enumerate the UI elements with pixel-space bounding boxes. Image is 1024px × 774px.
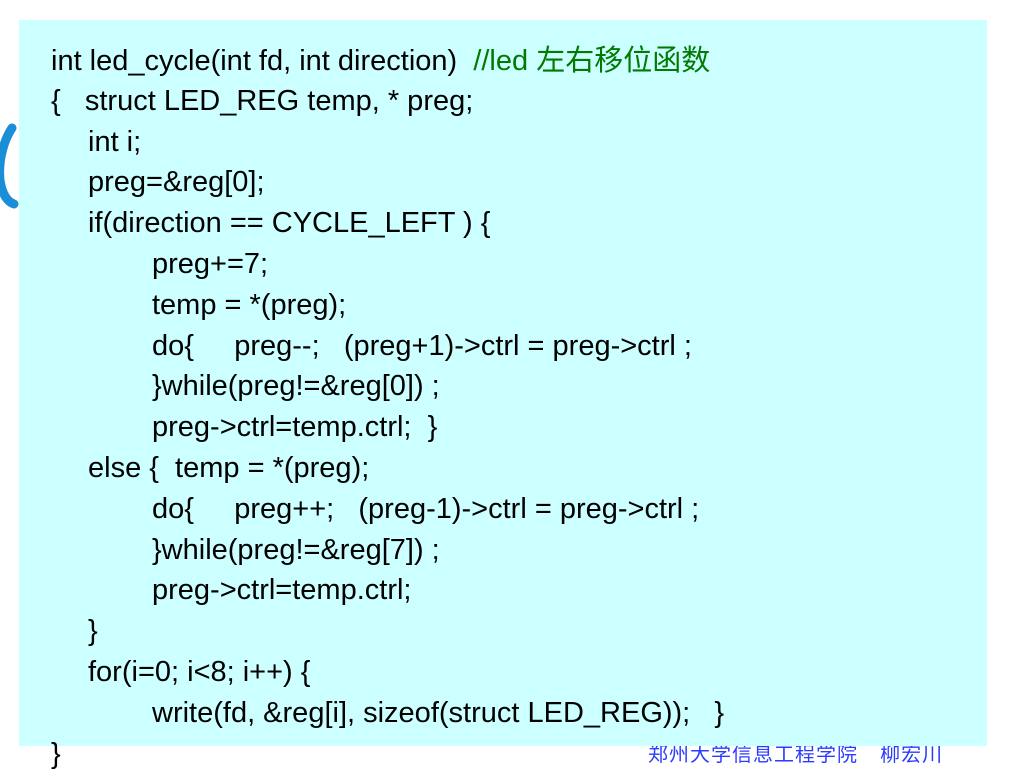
code-line: }while(preg!=&reg[7]) ; <box>152 533 440 566</box>
code-line: } <box>51 737 61 770</box>
code-line: preg+=7; <box>152 247 269 280</box>
code-comment: //led <box>473 45 537 77</box>
code-text: int led_cycle(int fd, int direction) <box>51 45 474 77</box>
code-line: if(direction == CYCLE_LEFT ) { <box>88 207 491 240</box>
code-line: write(fd, &reg[i], sizeof(struct LED_REG… <box>152 696 725 729</box>
code-line: do{ preg--; (preg+1)->ctrl = preg->ctrl … <box>152 329 692 362</box>
code-line: }while(preg!=&reg[0]) ; <box>152 370 440 403</box>
code-line: do{ preg++; (preg-1)->ctrl = preg->ctrl … <box>152 492 700 525</box>
code-line: temp = *(preg); <box>152 288 347 321</box>
code-line: preg->ctrl=temp.ctrl; } <box>152 411 438 444</box>
code-line: preg=&reg[0]; <box>88 166 265 199</box>
code-line: int led_cycle(int fd, int direction) //l… <box>51 40 724 81</box>
code-line: int i; <box>88 125 142 158</box>
code-line: } <box>88 615 98 648</box>
code-block: int led_cycle(int fd, int direction) //l… <box>51 40 724 774</box>
code-box: int led_cycle(int fd, int direction) //l… <box>19 20 987 770</box>
code-line: { struct LED_REG temp, * preg; <box>51 84 474 117</box>
slide-footer: 郑州大学信息工程学院 柳宏川 <box>648 742 944 766</box>
code-line: else { temp = *(preg); <box>88 451 370 484</box>
code-line: preg->ctrl=temp.ctrl; <box>152 574 412 607</box>
code-comment-cjk: 左右移位函数 <box>536 43 711 77</box>
code-line: for(i=0; i<8; i++) { <box>88 655 311 688</box>
slide-logo-icon <box>0 123 19 209</box>
